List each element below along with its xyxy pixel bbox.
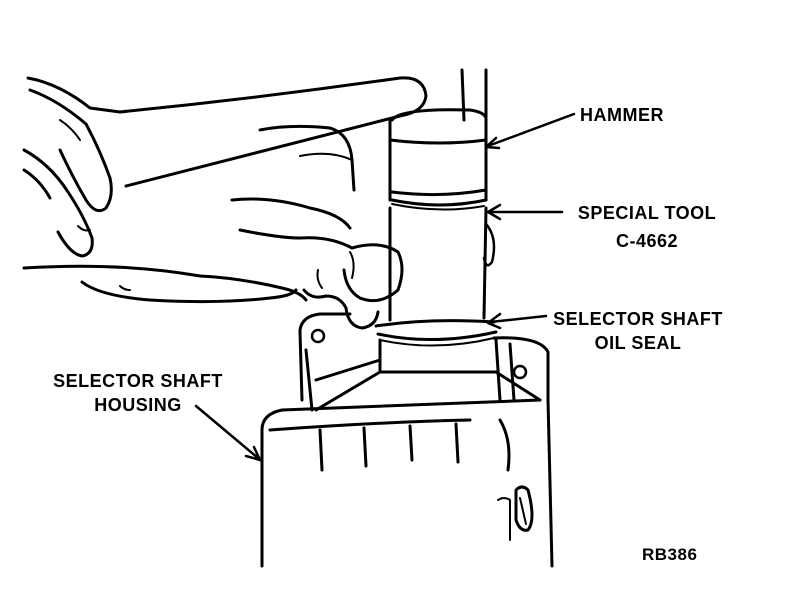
hammer-head bbox=[388, 108, 488, 202]
label-oil-seal-line1: SELECTOR SHAFT bbox=[553, 309, 723, 329]
label-housing-line1: SELECTOR SHAFT bbox=[53, 371, 223, 391]
label-housing-line2: HOUSING bbox=[94, 395, 182, 415]
label-special-tool-line1: SPECIAL TOOL bbox=[577, 203, 717, 223]
lower-hand bbox=[22, 197, 404, 330]
oil-seal bbox=[374, 319, 498, 347]
label-special-tool-line2: C-4662 bbox=[615, 231, 679, 251]
figure-code: RB386 bbox=[642, 545, 698, 564]
leader-housing bbox=[194, 404, 262, 462]
label-housing: SELECTOR SHAFT HOUSING bbox=[38, 370, 238, 416]
label-oil-seal: SELECTOR SHAFT OIL SEAL bbox=[538, 308, 738, 354]
upper-hand bbox=[22, 76, 428, 258]
leader-special-tool bbox=[486, 203, 564, 221]
label-special-tool: SPECIAL TOOL C-4662 bbox=[562, 202, 732, 252]
leader-hammer bbox=[484, 112, 576, 150]
hammer-handle bbox=[460, 68, 488, 122]
label-oil-seal-line2: OIL SEAL bbox=[594, 333, 682, 353]
leader-oil-seal bbox=[486, 312, 548, 330]
special-tool-body bbox=[388, 198, 496, 322]
label-hammer: HAMMER bbox=[580, 105, 664, 125]
housing-body bbox=[260, 312, 554, 568]
